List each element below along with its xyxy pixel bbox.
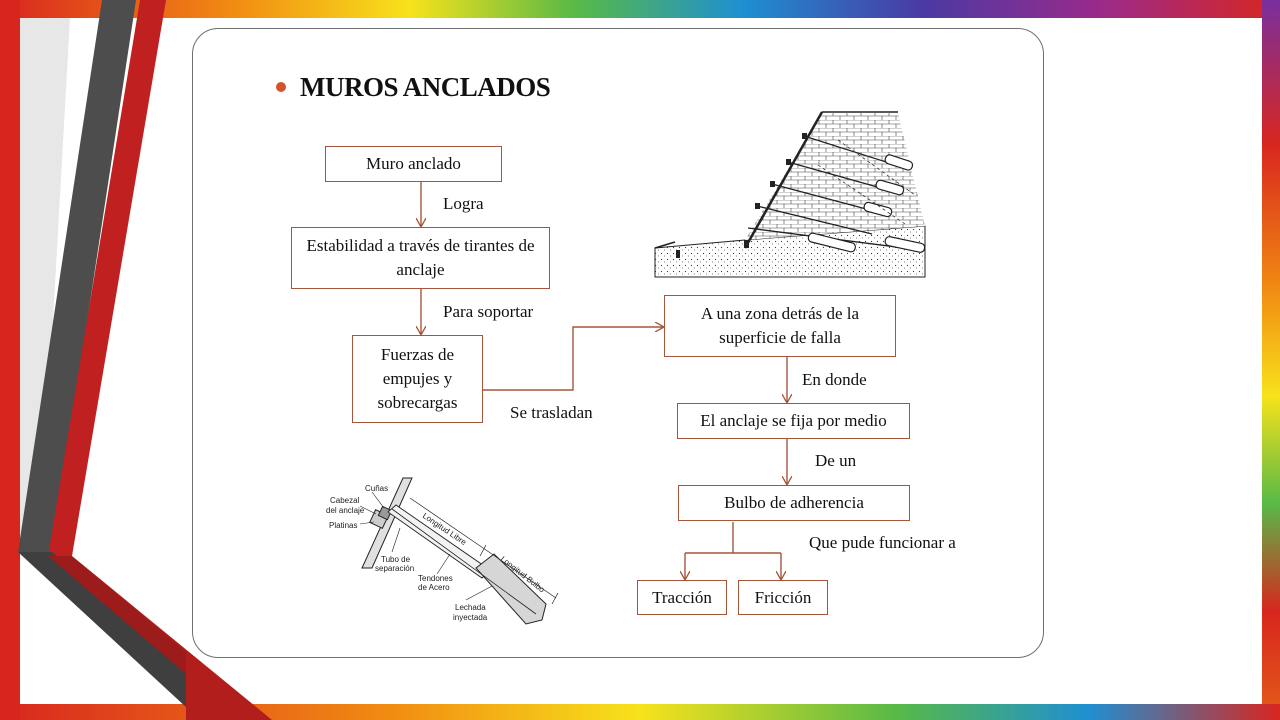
label-tubo-de: Tubo de: [381, 555, 411, 564]
bullet-dot: [276, 82, 286, 92]
red-stripe: [48, 0, 166, 556]
label-logra: Logra: [443, 194, 484, 213]
left-color-band: [0, 0, 20, 720]
box-estabilidad: Estabilidad a través de tirantes de ancl…: [291, 227, 550, 289]
box-zona: A una zona detrás de la superficie de fa…: [664, 295, 896, 357]
label-para-soportar: Para soportar: [443, 302, 534, 321]
label-se-trasladan: Se trasladan: [510, 403, 593, 422]
label-de-un: De un: [815, 451, 857, 470]
top-color-band: [0, 0, 1280, 18]
label-en-donde: En donde: [802, 370, 867, 389]
right-color-band: [1262, 0, 1280, 720]
box-friccion: Fricción: [738, 580, 828, 615]
box-fuerzas: Fuerzas de empujes y sobrecargas: [352, 335, 483, 423]
label-inyectada: inyectada: [453, 613, 488, 622]
arrow-fuerzas-zona: [483, 327, 663, 391]
label-separacion: separación: [375, 564, 414, 573]
label-del-anclaje: del anclaje: [326, 506, 365, 515]
gray-stripe: [18, 0, 136, 552]
label-de-acero: de Acero: [418, 583, 450, 592]
label-cunas: Cuñas: [365, 484, 388, 493]
label-que-pude-funcionar: Que pude funcionar a: [809, 533, 956, 552]
bottom-color-band: [0, 704, 1280, 720]
label-platinas: Platinas: [329, 521, 357, 530]
box-traccion: Tracción: [637, 580, 727, 615]
box-anclaje: El anclaje se fija por medio: [677, 403, 910, 439]
slide-title: MUROS ANCLADOS: [300, 72, 551, 102]
box-bulbo: Bulbo de adherencia: [678, 485, 910, 521]
label-lechada: Lechada: [455, 603, 486, 612]
label-cabezal: Cabezal: [330, 496, 360, 505]
box-muro-anclado: Muro anclado: [325, 146, 502, 182]
label-tendones: Tendones: [418, 574, 453, 583]
